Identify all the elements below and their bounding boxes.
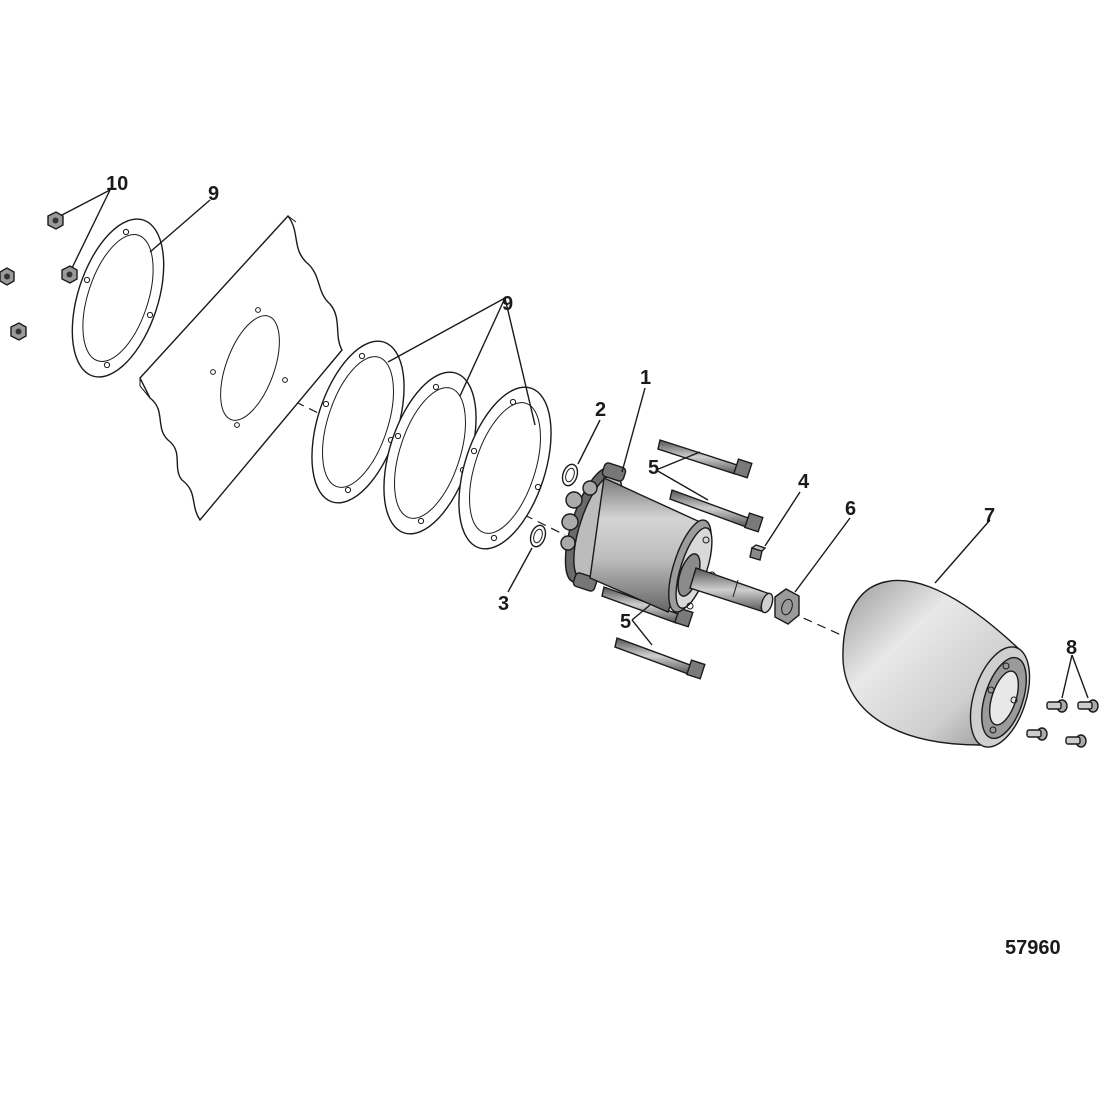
hex-nut-icon (10, 322, 27, 341)
callout-10: 10 (106, 173, 128, 195)
hex-nuts-left (0, 211, 78, 341)
callout-3: 3 (498, 593, 509, 615)
callout-1: 1 (640, 367, 651, 389)
hex-nut-icon (47, 211, 64, 230)
callout-4: 4 (798, 471, 810, 493)
hex-nut-6 (774, 588, 800, 625)
figure-number: 57960 (1005, 937, 1061, 959)
callout-9-right: 9 (502, 293, 513, 315)
leader-lines (61, 189, 1089, 699)
o-ring-3 (529, 524, 547, 548)
o-ring-2 (561, 463, 579, 487)
bolt-upper-2 (669, 489, 764, 533)
screw-icon (1065, 734, 1087, 748)
screw-icon (1046, 699, 1068, 713)
bolt-lower-2 (614, 637, 706, 680)
callout-5-upper: 5 (648, 457, 659, 479)
gasket-3 (458, 386, 552, 550)
callout-8: 8 (1066, 637, 1077, 659)
callout-6: 6 (845, 498, 856, 520)
hex-nut-icon (0, 267, 15, 286)
screw-icon (1077, 699, 1099, 713)
gasket-left (71, 218, 165, 378)
transom-plate (139, 214, 343, 522)
hex-nut-icon (61, 265, 78, 284)
bolt-upper-1 (657, 439, 753, 479)
drive-assembly (560, 462, 774, 614)
callout-5-lower: 5 (620, 611, 631, 633)
callout-9-left: 9 (208, 183, 219, 205)
key (749, 544, 767, 561)
screws-8 (1026, 699, 1099, 748)
propeller-cone (842, 579, 1031, 748)
callout-7: 7 (984, 505, 995, 527)
callout-2: 2 (595, 399, 606, 421)
screw-icon (1026, 727, 1048, 741)
